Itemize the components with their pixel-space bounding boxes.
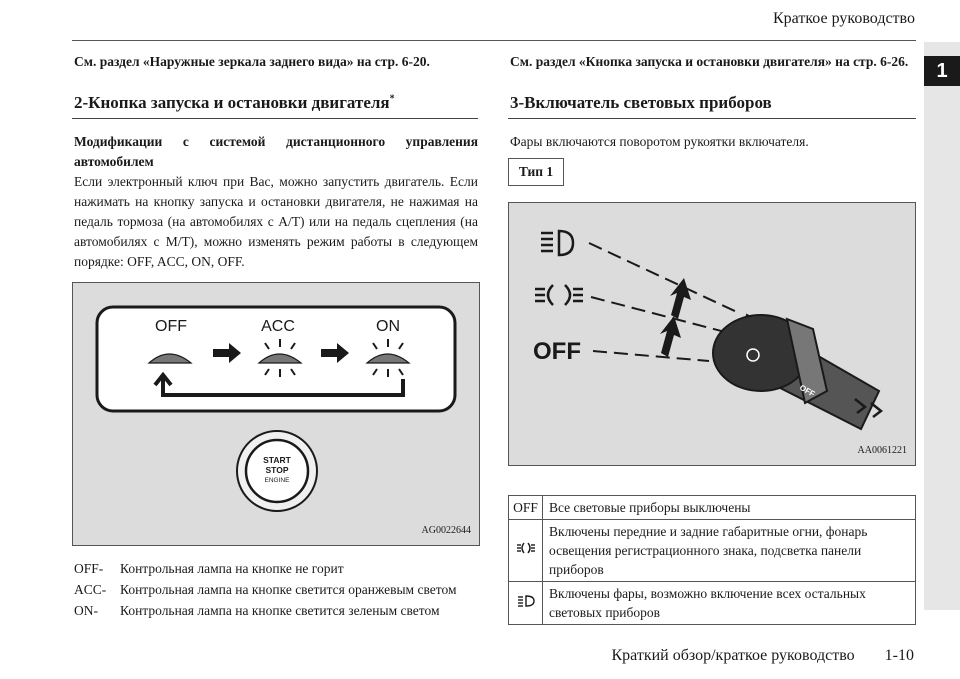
lamp-on (365, 353, 411, 364)
lamp-off (147, 353, 193, 364)
chapter-side-tab (924, 42, 960, 610)
definition-desc: Контрольная лампа на кнопке светится зел… (120, 603, 440, 618)
running-header: Краткое руководство (772, 10, 915, 27)
start-stop-diagram: OFF ACC ON START STOP ENGINE AG0022644 (95, 305, 471, 536)
lights-intro: Фары включаются поворотом рукоятки включ… (510, 134, 809, 149)
definition-on: ON- Контрольная лампа на кнопке светится … (74, 602, 478, 620)
light-positions-table: OFF Все световые приборы выключены Включ… (508, 495, 916, 625)
position-guide-lines (588, 242, 740, 362)
rotate-arrow-1 (670, 278, 691, 319)
rotate-arrow-2 (660, 316, 681, 357)
start-stop-paragraph: Модификации с системой дистанционного уп… (74, 132, 478, 272)
parking-lights-symbol (535, 284, 583, 306)
headlight-symbol (541, 229, 575, 257)
section-title-mark: * (389, 93, 395, 105)
definition-term: OFF- (74, 561, 104, 576)
label-acc: ACC (261, 318, 295, 335)
definition-desc: Контрольная лампа на кнопке светится ора… (120, 582, 457, 597)
section-title-lights: 3-Включатель световых приборов (510, 93, 772, 112)
indicator-definitions: OFF- Контрольная лампа на кнопке не горит… (74, 560, 478, 623)
headlight-icon (508, 581, 543, 625)
return-arrow (161, 379, 405, 397)
lamp-on-rays (372, 339, 404, 377)
header-rule (72, 40, 916, 41)
parking-lights-icon (508, 519, 543, 582)
start-button-reference: См. раздел «Кнопка запуска и остановки д… (510, 54, 909, 69)
row-desc: Включены передние и задние габаритные ог… (542, 519, 916, 582)
table-row: Включены передние и задние габаритные ог… (508, 519, 916, 582)
row-key: OFF (508, 495, 543, 520)
section-title-start-stop: 2-Кнопка запуска и остановки двигателя* (74, 93, 395, 113)
paragraph-heading: Модификации с системой дистанционного уп… (74, 134, 478, 169)
arrow-1 (213, 343, 241, 363)
row-desc: Все световые приборы выключены (542, 495, 916, 520)
switch-knob-ring (785, 317, 829, 405)
chapter-number: 1 (924, 56, 960, 86)
button-stop-text: STOP (266, 465, 289, 475)
definition-term: ON- (74, 603, 98, 618)
section-title-text: 2-Кнопка запуска и остановки двигателя (74, 93, 390, 112)
definition-off: OFF- Контрольная лампа на кнопке не горит (74, 560, 478, 578)
knob-parking-symbol (746, 348, 760, 362)
arrow-2 (321, 343, 349, 363)
label-on: ON (376, 318, 400, 335)
button-start-text: START (263, 455, 292, 465)
stalk-motion-arrows (854, 398, 884, 418)
lamp-acc (257, 353, 303, 364)
start-button (244, 438, 310, 504)
paragraph-body: Если электронный ключ при Вас, можно зап… (74, 174, 478, 269)
type-label: Тип 1 (508, 158, 564, 186)
start-stop-figure: OFF ACC ON START STOP ENGINE AG0022644 (72, 282, 480, 546)
figure-code: AG0022644 (422, 525, 471, 536)
lamp-acc-rays (264, 339, 296, 377)
light-switch-diagram: OFF OFF AA0061221 (533, 229, 907, 456)
button-engine-text: ENGINE (265, 477, 291, 484)
off-position-label: OFF (533, 338, 581, 365)
definition-acc: ACC- Контрольная лампа на кнопке светится… (74, 581, 478, 599)
section-rule (508, 118, 916, 119)
footer-section: Краткий обзор/краткое руководство (611, 647, 855, 664)
label-off: OFF (155, 318, 187, 335)
table-row: OFF Все световые приборы выключены (508, 495, 916, 520)
page-number: 1-10 (884, 647, 914, 664)
mirrors-reference: См. раздел «Наружные зеркала заднего вид… (74, 54, 430, 69)
definition-term: ACC- (74, 582, 107, 597)
section-rule (72, 118, 478, 119)
definition-desc: Контрольная лампа на кнопке не горит (120, 561, 344, 576)
figure-code: AA0061221 (858, 445, 907, 456)
row-desc: Включены фары, возможно включение всех о… (542, 581, 916, 625)
page-footer: Краткий обзор/краткое руководство 1-10 (581, 647, 914, 665)
table-row: Включены фары, возможно включение всех о… (508, 581, 916, 625)
light-switch-figure: OFF OFF AA0061221 (508, 202, 916, 466)
